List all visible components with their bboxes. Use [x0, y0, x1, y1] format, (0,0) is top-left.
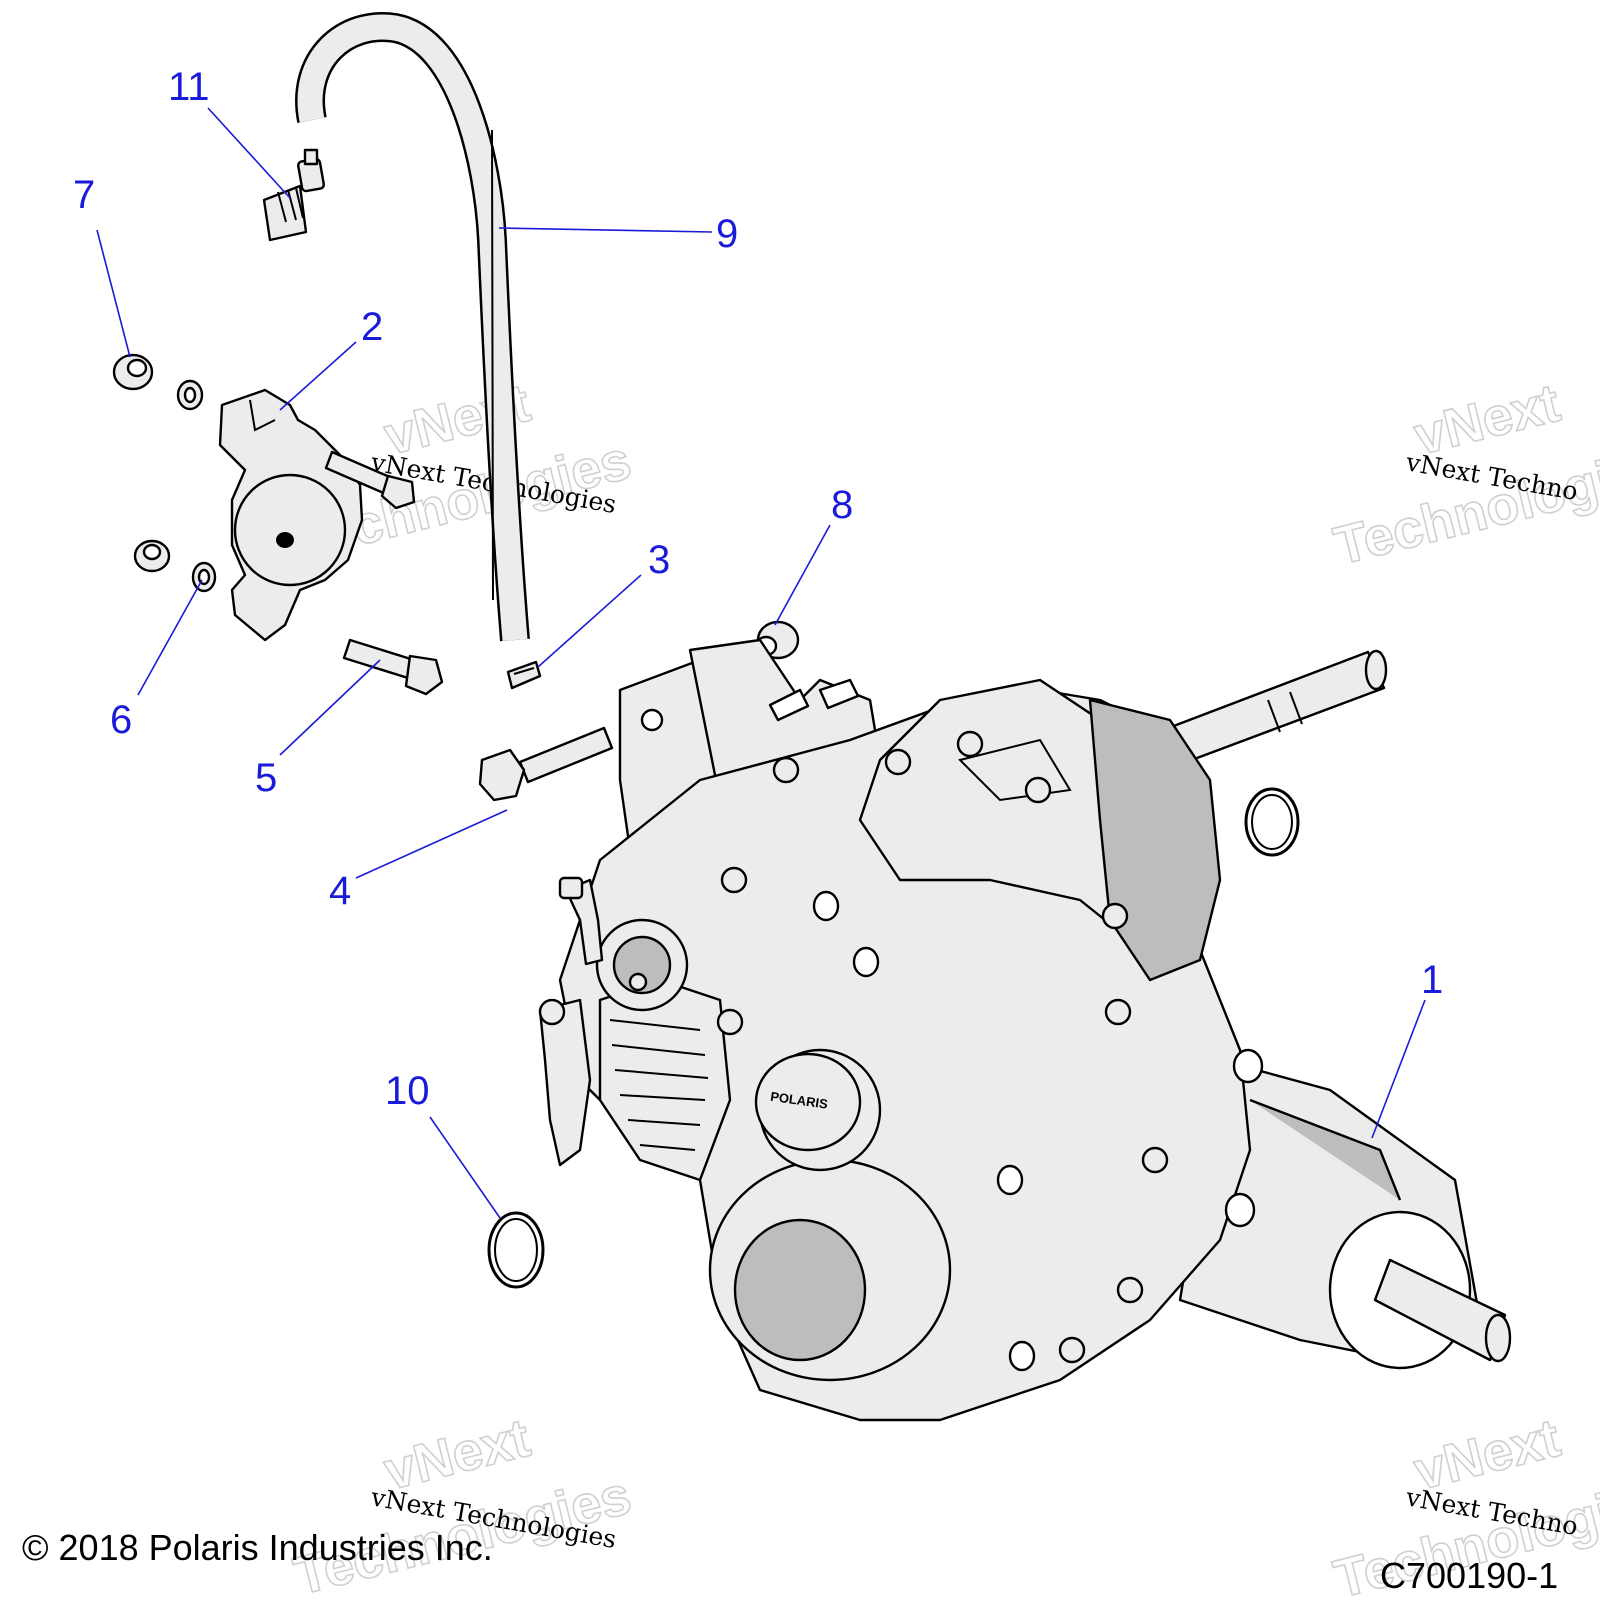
part-7-nut	[112, 353, 154, 391]
part-10-o-ring	[487, 1211, 545, 1289]
o-ring-output-shaft	[1244, 787, 1300, 857]
washer-upper	[176, 379, 204, 411]
callout-4: 4	[329, 869, 351, 913]
part-5-bolt	[342, 638, 444, 696]
part-4-bolt	[478, 726, 614, 802]
callout-11: 11	[168, 65, 210, 109]
leader-2	[279, 341, 357, 411]
callout-5: 5	[255, 756, 277, 800]
watermark-top-right: vNext Technologies vNext Techno	[1328, 372, 1600, 577]
part-6-washer	[191, 561, 217, 593]
leader-11	[207, 107, 291, 199]
callout-1: 1	[1421, 958, 1443, 1002]
callout-8: 8	[831, 483, 853, 527]
leader-9	[498, 227, 713, 233]
callout-10: 10	[385, 1069, 430, 1113]
leader-3	[537, 574, 642, 668]
leader-10	[429, 1116, 501, 1219]
part-8-grommet	[754, 620, 800, 660]
callout-2: 2	[361, 305, 383, 349]
leader-6	[137, 579, 203, 696]
bolt-sensor-bracket	[324, 450, 416, 510]
housing-bolts	[716, 730, 1169, 1364]
part-3-clamp	[506, 660, 542, 690]
leader-4	[355, 809, 508, 879]
leader-1	[1371, 999, 1426, 1139]
leader-8	[774, 524, 831, 626]
copyright-text: © 2018 Polaris Industries Inc.	[22, 1527, 493, 1568]
leader-lines	[96, 107, 1426, 1219]
callout-6: 6	[110, 698, 132, 742]
leader-5	[279, 659, 381, 756]
part-11-sensor	[262, 148, 326, 242]
callout-labels: 1 2 3 4 5 6 7 8 9 10 11	[73, 65, 1443, 1113]
callout-3: 3	[648, 538, 670, 582]
watermark-bottom-left: vNext Technologies vNext Technologies	[288, 1407, 638, 1600]
leader-7	[96, 229, 131, 358]
diagram-code-text: C700190-1	[1380, 1555, 1558, 1596]
callout-7: 7	[73, 173, 95, 217]
part-1-transmission-assembly: POLARIS	[538, 638, 1512, 1422]
part-9-vent-hose	[295, 12, 530, 642]
callout-9: 9	[716, 212, 738, 256]
part-2-sensor-bracket	[218, 388, 364, 642]
nut-lower	[133, 539, 171, 573]
